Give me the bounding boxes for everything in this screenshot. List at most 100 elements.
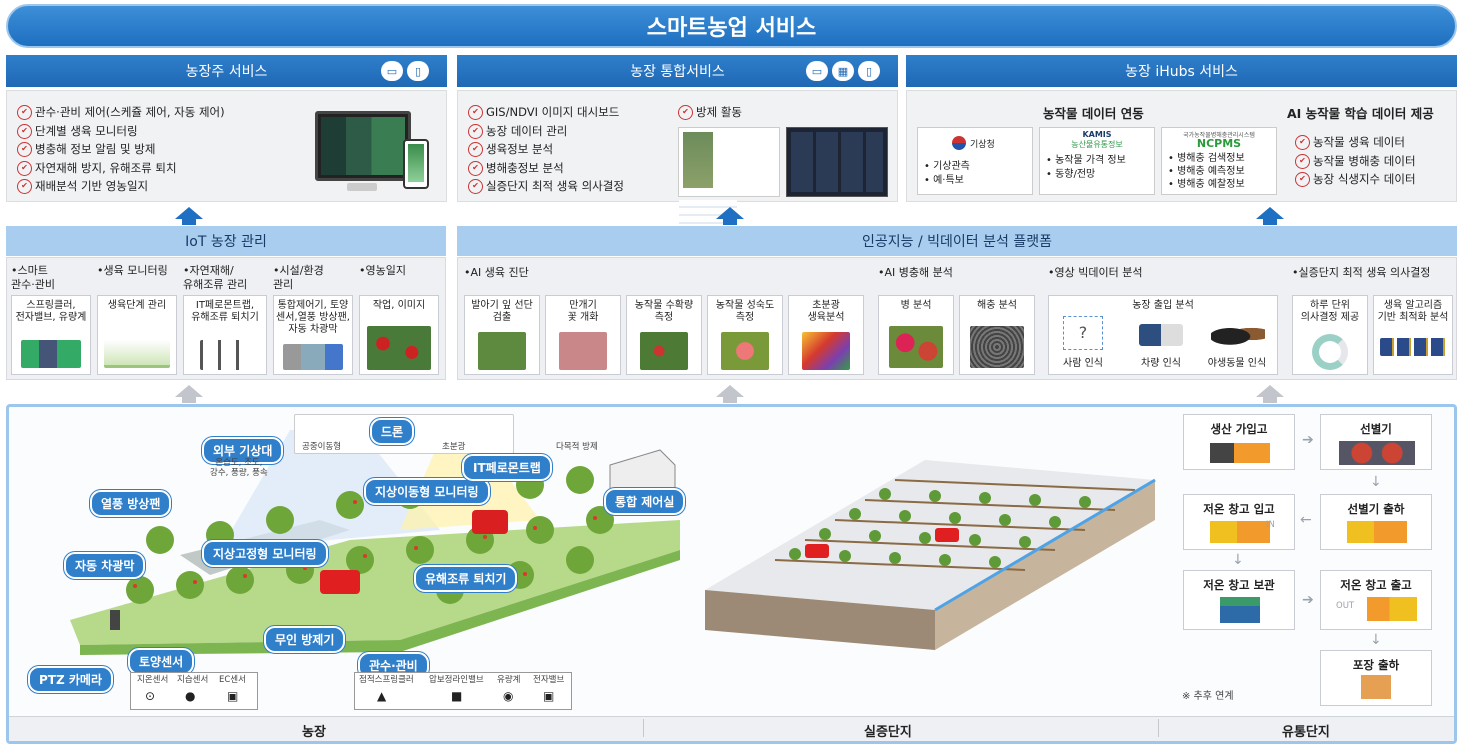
integrated-service-title: 농장 통합서비스 — [630, 64, 725, 80]
up-arrow-icon — [716, 207, 744, 219]
up-arrow-gray-icon — [175, 385, 203, 397]
video-card-title: 농장 출입 분석 — [1132, 300, 1194, 311]
iot-category: 스마트 관수·관비 — [11, 264, 95, 292]
dark-dashboard-image — [786, 127, 888, 197]
ai-growth-card: 발아기 잎 선단 검출 — [464, 295, 540, 375]
frost-fan-label: 열풍 방상팬 — [90, 490, 172, 517]
ai-growth-card: 만개기 꽃 개화 — [545, 295, 621, 375]
up-arrow-gray-icon — [716, 385, 744, 397]
ai-growth-card: 초분광 생육분석 — [788, 295, 864, 375]
integrated-service-panel: GIS/NDVI 이미지 대시보드 농장 데이터 관리 생육정보 분석 병해충정… — [457, 90, 898, 256]
vehicle-icon — [1139, 324, 1183, 346]
iot-card: IT페로몬트랩, 유해조류 퇴치기 — [183, 295, 267, 375]
ncpms-top: 국가농작물병해충관리시스템 — [1183, 132, 1255, 139]
video-card: 농장 출입 분석 ? 사람 인식 차량 인식 야생동물 인식 — [1048, 295, 1278, 375]
harvest-image — [640, 332, 688, 370]
farmer-item: 자연재해 방지, 유해조류 퇴치 — [17, 159, 225, 178]
ihubs-service-panel: 농작물 데이터 연동 AI 농작물 학습 데이터 제공 기상청 • 기상관측 •… — [906, 90, 1457, 202]
kamis-logo: KAMIS — [1082, 130, 1112, 139]
ai-pest-card: 해충 분석 — [959, 295, 1035, 375]
pheromone-trap-label: IT페로몬트랩 — [462, 454, 552, 481]
irrigation-item: 압보정라인밸브 — [429, 675, 484, 685]
right-arrow-icon: ➔ — [1302, 432, 1314, 448]
data-link-title: 농작물 데이터 연동 — [1043, 106, 1144, 121]
drone-type-label: 다목적 방제 — [556, 442, 598, 452]
ai-data-title: AI 농작물 학습 데이터 제공 — [1287, 106, 1434, 121]
decision-category: 실증단지 최적 생육 의사결정 — [1292, 266, 1431, 280]
footer-bar — [9, 716, 1454, 741]
soil-sensor-label: 토양센서 — [128, 648, 195, 675]
down-arrow-icon: ↓ — [1232, 552, 1244, 568]
ptz-camera-label: PTZ 카메라 — [28, 666, 113, 693]
irrigation-item: 유량계 — [497, 675, 521, 685]
solenoid-valve-icon: ▣ — [543, 689, 555, 703]
drone-label: 드론 — [370, 418, 415, 445]
soil-sensor-item: 지습센서 — [177, 675, 209, 685]
integrated-item: 농장 데이터 관리 — [468, 122, 624, 141]
video-item: 차량 인식 — [1141, 358, 1181, 369]
ai-pest-card: 병 분석 — [878, 295, 954, 375]
farmer-item: 병충해 정보 알림 및 방제 — [17, 140, 225, 159]
footer-farm-label: 농장 — [302, 725, 326, 740]
kma-logo-icon — [952, 136, 966, 150]
ai-data-item: 농작물 병해충 데이터 — [1295, 152, 1416, 171]
ai-data-item: 농장 식생지수 데이터 — [1295, 170, 1416, 189]
farmer-item: 재배분석 기반 영농일지 — [17, 177, 225, 196]
platform-header: 인공지능 / 빅데이터 분석 플랫폼 — [457, 226, 1457, 256]
monitor-screenshot-image — [315, 111, 411, 181]
forklift-in-image — [1210, 521, 1270, 543]
irrigation-item: 전자밸브 — [533, 675, 565, 685]
video-item: 사람 인식 — [1063, 358, 1103, 369]
down-arrow-icon: ↓ — [1370, 632, 1382, 648]
decision-card: 하루 단위 의사결정 제공 — [1292, 295, 1368, 375]
blossom-image — [559, 332, 607, 370]
algorithm-image — [1380, 338, 1446, 356]
ihubs-service-header: 농장 iHubs 서비스 — [906, 55, 1457, 87]
disease-image — [889, 326, 943, 368]
unmanned-sprayer-label: 무인 방제기 — [264, 626, 346, 653]
kma-card: 기상청 • 기상관측 • 예·특보 — [917, 127, 1033, 195]
integrated-extra-item: 방제 활동 — [678, 103, 742, 122]
out-label: OUT — [1336, 601, 1355, 611]
sprinkler-icon: ▲ — [377, 689, 387, 703]
storage-out-image — [1367, 597, 1417, 621]
weather-note: 온습도, 조도, 강수, 풍량, 풍속 — [210, 458, 268, 478]
valve-icon: ■ — [451, 689, 463, 703]
kamis-item: • 농작물 가격 정보 — [1046, 155, 1126, 166]
ihubs-service-title: 농장 iHubs 서비스 — [1125, 64, 1238, 80]
iot-category: 생육 모니터링 — [97, 264, 181, 278]
ncpms-item: • 병해충 예측정보 — [1168, 166, 1245, 177]
soil-sensor-box: 지온센서 지습센서 EC센서 ⊙ ● ▣ — [130, 672, 258, 710]
future-link-note: ※ 추후 연계 — [1182, 691, 1234, 702]
flow-step: 저온 창고 입고 — [1183, 494, 1295, 550]
farmer-item: 단계별 생육 모니터링 — [17, 122, 225, 141]
phone-screenshot-image — [403, 139, 429, 189]
soil-sensor-item: 지온센서 — [137, 675, 169, 685]
ai-growth-category: AI 생육 진단 — [464, 266, 529, 280]
farmer-service-header: 농장주 서비스 ▭ ▯ — [6, 55, 447, 87]
iot-header: IoT 농장 관리 — [6, 226, 446, 256]
person-recognition-icon: ? — [1063, 316, 1103, 350]
up-arrow-icon — [1256, 207, 1284, 219]
iot-card: 스프링클러, 전자밸브, 유량계 — [11, 295, 91, 375]
flow-step: 저온 창고 보관 — [1183, 570, 1295, 630]
drone-type-label: 공중이동형 — [302, 442, 342, 452]
irrigation-item: 점적스프링클러 — [359, 675, 414, 685]
iot-category: 시설/환경 관리 — [273, 264, 357, 292]
iot-card: 작업, 이미지 — [359, 295, 439, 375]
farmer-item: 관수·관비 제어(스케쥴 제어, 자동 제어) — [17, 103, 225, 122]
control-room-label: 통합 제어실 — [604, 488, 686, 515]
monitor-icon: ▭ — [381, 61, 403, 81]
maturity-image — [721, 332, 769, 370]
ec-sensor-icon: ▣ — [227, 689, 239, 703]
droplet-icon: ● — [185, 689, 196, 703]
kma-logo: 기상청 — [970, 140, 995, 150]
thermometer-icon: ⊙ — [145, 689, 156, 703]
flow-step: 저온 창고 출고 — [1320, 570, 1432, 630]
kma-item: • 기상관측 — [924, 161, 970, 172]
soil-sensor-item: EC센서 — [219, 675, 246, 685]
donut-chart-icon — [1312, 334, 1348, 370]
kamis-card: KAMIS 농산물유통정보 • 농작물 가격 정보 • 동향/전망 — [1039, 127, 1155, 195]
wild-animal-icon — [1211, 322, 1265, 346]
ai-data-item: 농작물 생육 데이터 — [1295, 133, 1416, 152]
